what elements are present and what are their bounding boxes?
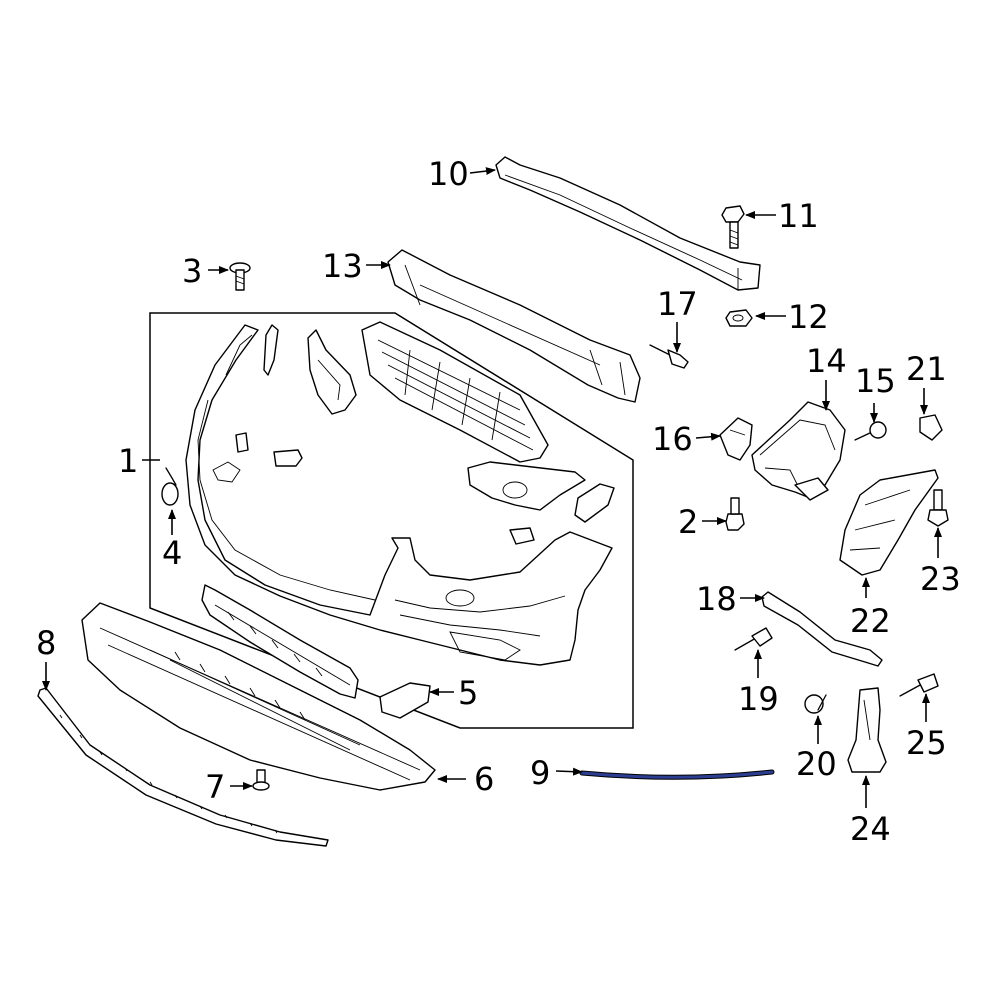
screw-7	[252, 769, 270, 791]
reinforcement-beam	[495, 156, 761, 291]
mount-bracket-14	[751, 401, 846, 501]
callout-23: 23	[920, 560, 961, 598]
callout-24: 24	[850, 810, 891, 848]
side-bracket-22	[839, 469, 939, 576]
callout-8: 8	[36, 624, 56, 662]
nut-12	[725, 309, 753, 327]
callout-20: 20	[796, 745, 837, 783]
energy-absorber	[387, 249, 641, 403]
callout-7: 7	[205, 768, 225, 806]
callout-5: 5	[458, 674, 478, 712]
callout-14: 14	[806, 342, 847, 380]
callout-1: 1	[118, 442, 138, 480]
callout-12: 12	[788, 298, 829, 336]
callout-15: 15	[855, 362, 896, 400]
grille	[361, 321, 549, 463]
bumper-cover	[185, 324, 613, 666]
bumper-cover-group-frame	[149, 312, 634, 729]
fog-bracket	[467, 461, 615, 545]
lower-trim-strip	[37, 687, 329, 847]
highlighted-trim-9	[579, 769, 775, 780]
leader-lines	[42, 167, 942, 808]
callout-16: 16	[652, 420, 693, 458]
callout-3: 3	[182, 252, 202, 290]
tow-hook-cover	[379, 682, 431, 719]
screw-20	[804, 694, 827, 714]
callout-13: 13	[322, 247, 363, 285]
bolt-23	[927, 489, 949, 527]
callout-2: 2	[678, 503, 698, 541]
callout-25: 25	[906, 724, 947, 762]
callout-22: 22	[850, 602, 891, 640]
engine-undershield	[81, 602, 436, 791]
bolt-2	[725, 497, 745, 531]
lower-bracket-24	[847, 687, 887, 773]
clip-nut-21	[919, 414, 943, 441]
clip-16	[719, 417, 753, 461]
callout-19: 19	[738, 680, 779, 718]
callout-6: 6	[474, 760, 494, 798]
mount-strap-18	[761, 591, 883, 667]
callout-10: 10	[428, 155, 469, 193]
callout-11: 11	[778, 197, 819, 235]
screw-15	[854, 421, 887, 441]
push-pin-19	[734, 627, 773, 651]
sensor-ring	[161, 467, 179, 506]
screw-3	[229, 262, 251, 291]
callout-4: 4	[162, 534, 182, 572]
push-pin-17	[649, 344, 689, 369]
bumper-inner-brackets	[235, 324, 357, 467]
lower-grille-strip	[201, 584, 359, 699]
callout-9: 9	[530, 754, 550, 792]
bolt-11	[721, 205, 745, 249]
callout-numbers: 1 2 3 4 5 6 7 8 9 10 11 12 13 14 15 16 1…	[36, 155, 961, 848]
callout-17: 17	[657, 285, 698, 323]
callout-18: 18	[696, 580, 737, 618]
callout-21: 21	[906, 350, 947, 388]
push-pin-25	[899, 673, 939, 697]
